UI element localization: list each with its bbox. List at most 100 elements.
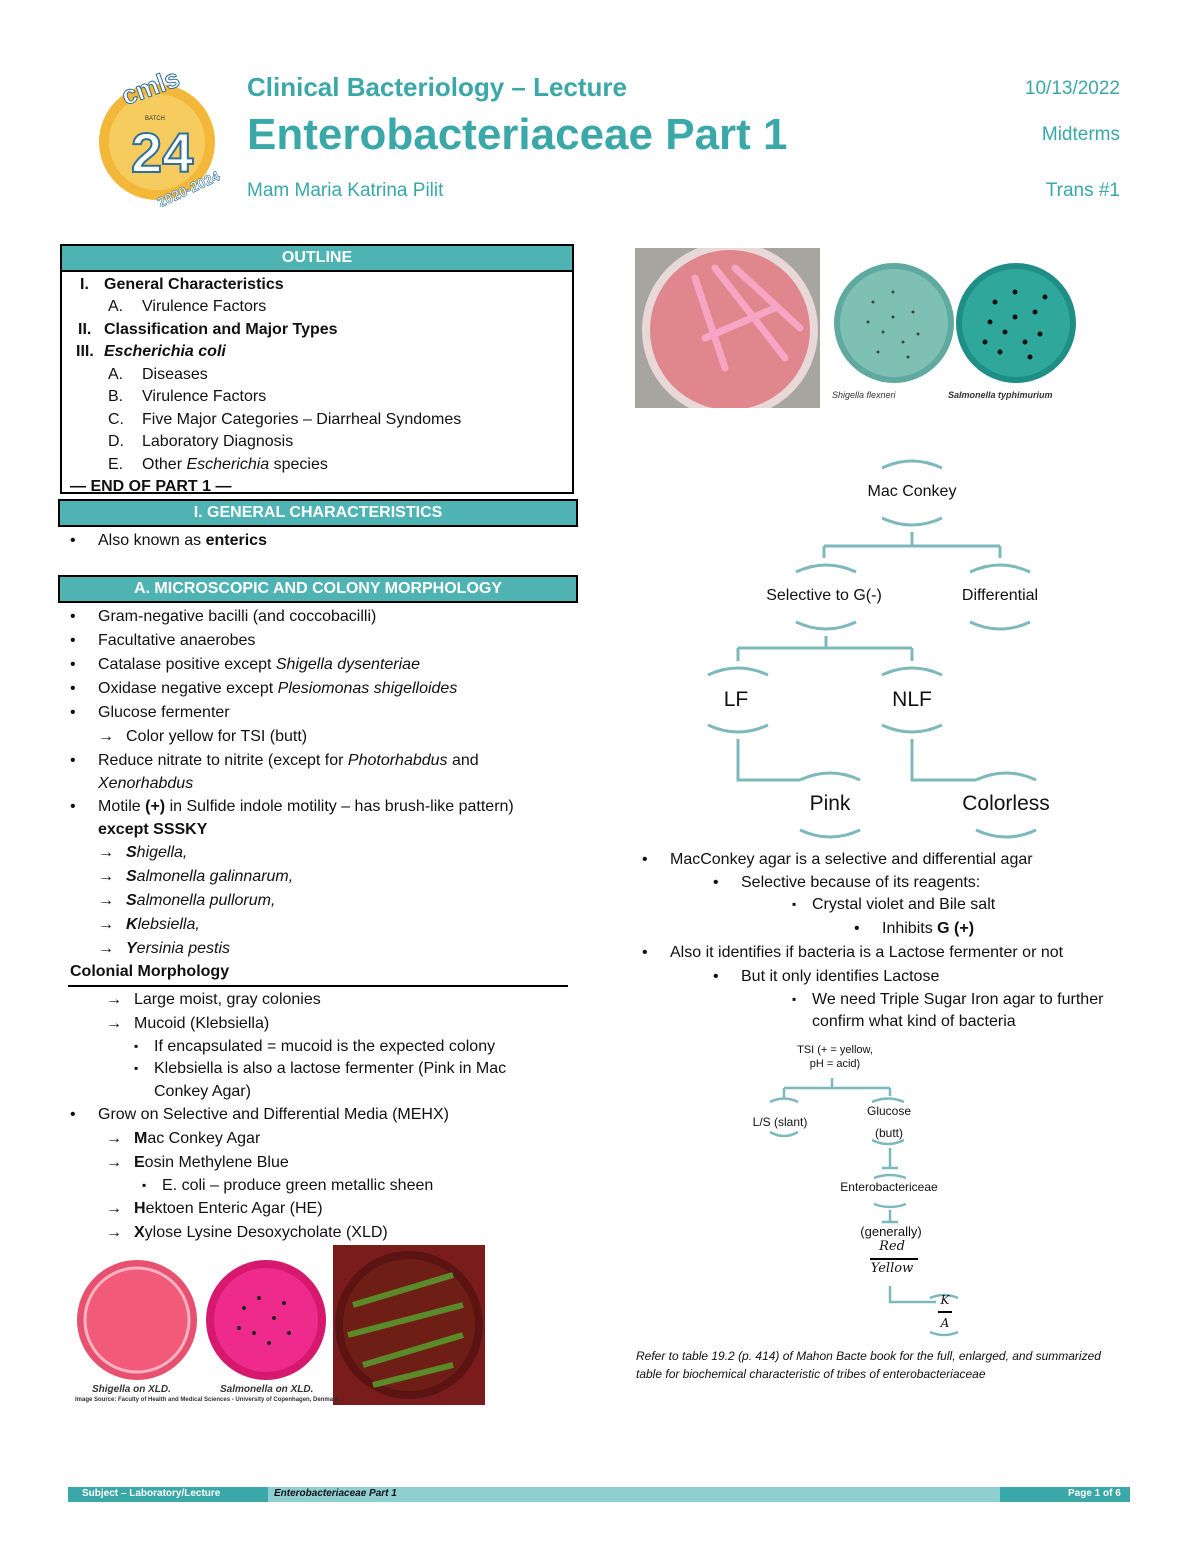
list-item: Yersinia pestis [98,940,230,958]
outline-item: E.Other Escherichia species [108,456,328,473]
outline-item: I.General Characteristics [80,276,284,293]
shigella-xld-caption: Shigella on XLD. [92,1384,171,1395]
list-item: Gram-negative bacilli (and coccobacilli) [70,608,376,626]
outline-title: OUTLINE [62,246,572,272]
list-item: MacConkey agar is a selective and differ… [642,851,1033,869]
list-item: Klebsiella, [98,916,200,934]
tree-node-root: Mac Conkey [867,483,957,500]
macconkey-plate-photo [635,248,820,408]
list-item: Motile (+) in Sulfide indole motility – … [70,798,514,816]
list-item: Color yellow for TSI (butt) [98,728,307,746]
list-item-continued: Conkey Agar) [154,1083,251,1100]
list-item: Large moist, gray colonies [106,991,321,1009]
salmonella-xld-photo [204,1258,328,1382]
list-item: Xylose Lysine Desoxycholate (XLD) [106,1224,388,1242]
outline-item: III.Escherichia coli [76,343,226,360]
list-item: Crystal violet and Bile salt [792,896,995,914]
tsi-generally: (generally) [860,1224,922,1239]
reference-note-line2: table for biochemical characteristic of … [636,1367,986,1381]
list-item: Salmonella galinnarum, [98,868,293,886]
tsi-root-line2: pH = acid) [809,1058,861,1070]
tree-node-pink: Pink [809,792,851,815]
tsi-a: A [940,1316,950,1330]
footer-document: Enterobacteriaceae Part 1 [274,1488,397,1499]
tree-node-nlf: NLF [892,688,932,711]
list-item-continued: confirm what kind of bacteria [812,1013,1016,1030]
aka-bullet: Also known as enterics [70,532,267,550]
list-item: Catalase positive except Shigella dysent… [70,656,420,674]
reference-note-line1: Refer to table 19.2 (p. 414) of Mahon Ba… [636,1349,1101,1363]
batch-logo: cmls BATCH 24 2020-2024 [95,62,223,211]
shigella-xld-photo [75,1258,199,1382]
salmonella-typhimurium-photo [955,262,1077,384]
fraction-bar [938,1311,952,1313]
list-item: Mac Conkey Agar [106,1130,260,1148]
tsi-red: Red [879,1239,905,1254]
outline-item: C.Five Major Categories – Diarrheal Synd… [108,411,462,428]
page-title: Enterobacteriaceae Part 1 [247,110,788,159]
section-general-characteristics: I. GENERAL CHARACTERISTICS [58,499,578,527]
tree-node-lf: LF [723,688,749,711]
list-item: Facultative anaerobes [70,632,256,650]
tsi-butt: (butt) [874,1126,903,1140]
outline-box: OUTLINE I.General Characteristics A.Viru… [60,244,574,495]
list-item: Shigella, [98,844,188,862]
outline-item: II.Classification and Major Types [78,321,338,338]
list-item: Hektoen Enteric Agar (HE) [106,1200,322,1218]
footer-left-block [68,1487,268,1502]
list-item: But it only identifies Lactose [713,968,939,986]
list-item: If encapsulated = mucoid is the expected… [134,1038,495,1056]
list-item: E. coli – produce green metallic sheen [142,1177,433,1195]
date-label: 10/13/2022 [1024,78,1120,99]
tsi-slant: L/S (slant) [752,1115,808,1129]
logo-number-text: 24 [131,121,193,184]
tsi-yellow: Yellow [870,1261,914,1276]
tsi-glucose: Glucose [866,1104,912,1118]
list-item: Reduce nitrate to nitrite (except for Ph… [70,752,479,770]
footer-subject: Subject – Laboratory/Lecture [82,1488,221,1499]
list-item: Eosin Methylene Blue [106,1154,289,1172]
outline-item: A.Virulence Factors [108,298,267,315]
list-item: Klebsiella is also a lactose fermenter (… [134,1060,506,1078]
professor-name: Mam Maria Katrina Pilit [247,180,444,201]
logo-batch-text: BATCH [145,116,165,122]
footer-right-block [1000,1487,1130,1502]
list-item: Selective because of its reagents: [713,874,980,892]
list-item: Mucoid (Klebsiella) [106,1015,269,1033]
outline-item: D.Laboratory Diagnosis [108,433,294,450]
term-label: Midterms [1041,124,1120,145]
macconkey-tree-diagram [707,459,1037,839]
tsi-tree-diagram [769,1078,959,1337]
list-item: Oxidase negative except Plesiomonas shig… [70,680,457,698]
fraction-bar [870,1258,918,1260]
list-item: Inhibits G (+) [854,920,974,938]
tree-node-selective: Selective to G(-) [766,587,882,604]
ecoli-emb-photo [333,1245,485,1405]
outline-item: B.Virulence Factors [108,388,267,405]
section-microscopic-morphology: A. MICROSCOPIC AND COLONY MORPHOLOGY [58,575,578,603]
outline-item: A.Diseases [108,366,208,383]
course-title: Clinical Bacteriology – Lecture [247,72,628,102]
tree-node-colorless: Colorless [962,792,1050,815]
tree-node-differential: Differential [961,587,1039,604]
tsi-enterobactericeae: Enterobactericeae [840,1180,938,1194]
outline-end: — END OF PART 1 — [70,478,232,495]
list-item: We need Triple Sugar Iron agar to furthe… [792,991,1103,1009]
shigella-flexneri-photo [833,262,955,384]
trans-label: Trans #1 [1045,180,1120,201]
colonial-heading: Colonial Morphology [70,963,230,980]
list-item: Grow on Selective and Differential Media… [70,1106,449,1124]
heading-underline [68,985,568,987]
tsi-k: K [940,1293,950,1307]
salmonella-xld-caption: Salmonella on XLD. [220,1384,314,1395]
list-item: Glucose fermenter [70,704,230,722]
image-source: Image Source: Faculty of Health and Medi… [75,1397,339,1403]
list-item: Salmonella pullorum, [98,892,275,910]
tsi-root-line1: TSI (+ = yellow, [797,1044,873,1056]
list-item: Also it identifies if bacteria is a Lact… [642,944,1063,962]
salmonella-typhimurium-caption: Salmonella typhimurium [948,390,1053,400]
list-item-continued: Xenorhabdus [98,775,194,792]
shigella-flexneri-caption: Shigella flexneri [832,390,896,400]
except-label: except SSSKY [98,821,208,838]
page-footer: Subject – Laboratory/Lecture Enterobacte… [68,1487,1130,1502]
